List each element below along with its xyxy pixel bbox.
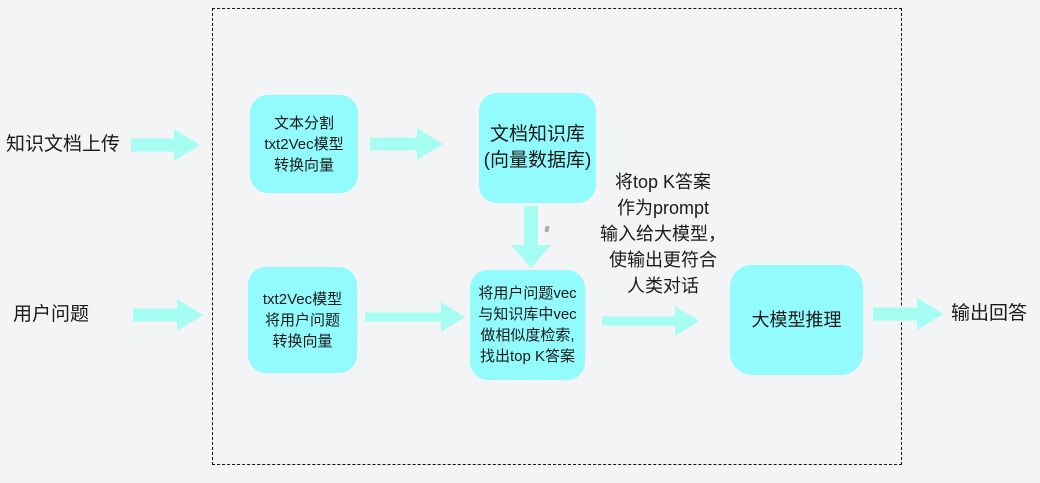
arrow-shaft xyxy=(131,138,180,152)
node-user-question-vec-label: txt2Vec模型 将用户问题 转换向量 xyxy=(262,290,343,350)
node-llm-inference-label: 大模型推理 xyxy=(751,310,842,330)
node-similarity-search-label: 将用户问题vec 与知识库中vec 做相似度检索, 找出top K答案 xyxy=(478,285,577,365)
split-to-kb-arrow-icon xyxy=(370,127,443,161)
output-arrow-icon xyxy=(873,297,943,331)
pipeline-boundary xyxy=(212,8,902,465)
node-doc-knowledge-base-label: 文档知识库 (向量数据库) xyxy=(483,124,592,171)
vec-to-similarity-arrow-icon xyxy=(365,300,465,334)
arrow-head xyxy=(417,128,443,160)
node-llm-inference: 大模型推理 xyxy=(730,265,863,375)
arrow-shaft xyxy=(370,137,423,151)
arrow-head xyxy=(441,302,465,332)
arrow-shaft xyxy=(133,308,183,322)
user-question-arrow-icon xyxy=(133,298,203,332)
node-user-question-vec: txt2Vec模型 将用户问题 转换向量 xyxy=(248,267,357,373)
similarity-to-llm-arrow-icon xyxy=(602,304,699,338)
output-answer-label: 输出回答 xyxy=(951,303,1028,324)
arrow-shaft xyxy=(365,312,443,322)
arrow-shaft xyxy=(873,307,923,321)
arrow-head xyxy=(511,245,551,268)
arrow-shaft xyxy=(602,316,677,326)
arrow-head xyxy=(174,129,200,161)
arrow-head xyxy=(177,299,203,331)
arrow-shaft xyxy=(524,206,538,248)
doc-upload-arrow-icon xyxy=(131,128,200,162)
topk-prompt-annotation: 将top K答案 作为prompt 输入给大模型， 使输出更符合 人类对话 xyxy=(600,172,726,296)
node-text-split-label: 文本分割 txt2Vec模型 转换向量 xyxy=(264,114,344,174)
arrow-head xyxy=(675,306,699,336)
node-doc-knowledge-base: 文档知识库 (向量数据库) xyxy=(479,93,596,203)
node-text-split: 文本分割 txt2Vec模型 转换向量 xyxy=(250,95,358,193)
doc-upload-label: 知识文档上传 xyxy=(6,134,121,155)
kb-to-similarity-arrow-icon xyxy=(511,206,551,268)
user-question-label: 用户问题 xyxy=(13,304,90,325)
arrow-head xyxy=(917,298,943,330)
node-similarity-search: 将用户问题vec 与知识库中vec 做相似度检索, 找出top K答案 xyxy=(470,270,585,380)
